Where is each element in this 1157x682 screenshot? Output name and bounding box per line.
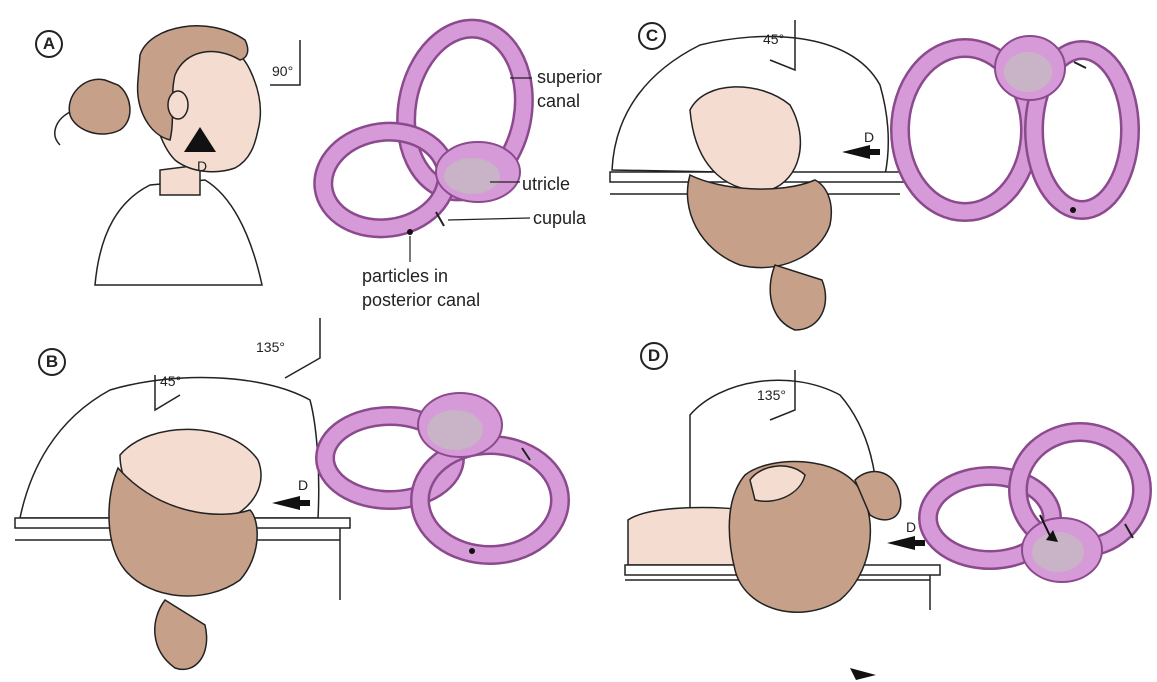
label-particles-1: particles in [362,266,448,286]
angle-label-c: 45° [763,31,784,47]
panel-b: 45° 135° D [15,318,560,669]
angle-label-b-head: 45° [160,373,181,389]
angle-label-d: 135° [757,387,786,403]
label-cupula: cupula [533,208,587,228]
direction-arrow-d [887,536,915,550]
direction-label-d: D [906,519,916,535]
angle-marker-b [285,318,320,378]
direction-label-c: D [864,129,874,145]
angle-label-a: 90° [272,63,293,79]
inner-ear-diagram-d [928,432,1142,582]
panel-d: 135° D [625,370,1142,612]
patient-sitting-illustration [55,26,262,285]
panel-a: D 90° superior canal utricle cupula part… [55,19,602,310]
label-utricle: utricle [522,174,570,194]
inner-ear-diagram-c [900,36,1130,213]
inner-ear-diagram-a [317,19,536,236]
patient-supine-head-hanging-illustration [15,378,350,670]
panel-c: 45° D [610,20,1130,330]
inner-ear-diagram-b [325,393,560,555]
angle-label-b: 135° [256,339,285,355]
panel-badge-b: B [38,348,66,376]
label-particles-2: posterior canal [362,290,480,310]
label-superior-canal-2: canal [537,91,580,111]
patient-head-turned-illustration [610,36,910,330]
panel-badge-d: D [640,342,668,370]
stray-arrow-mark [850,668,876,680]
panel-badge-a: A [35,30,63,58]
label-superior-canal-1: superior [537,67,602,87]
direction-label-b: D [298,477,308,493]
panel-badge-c: C [638,22,666,50]
direction-label-a: D [197,158,207,174]
